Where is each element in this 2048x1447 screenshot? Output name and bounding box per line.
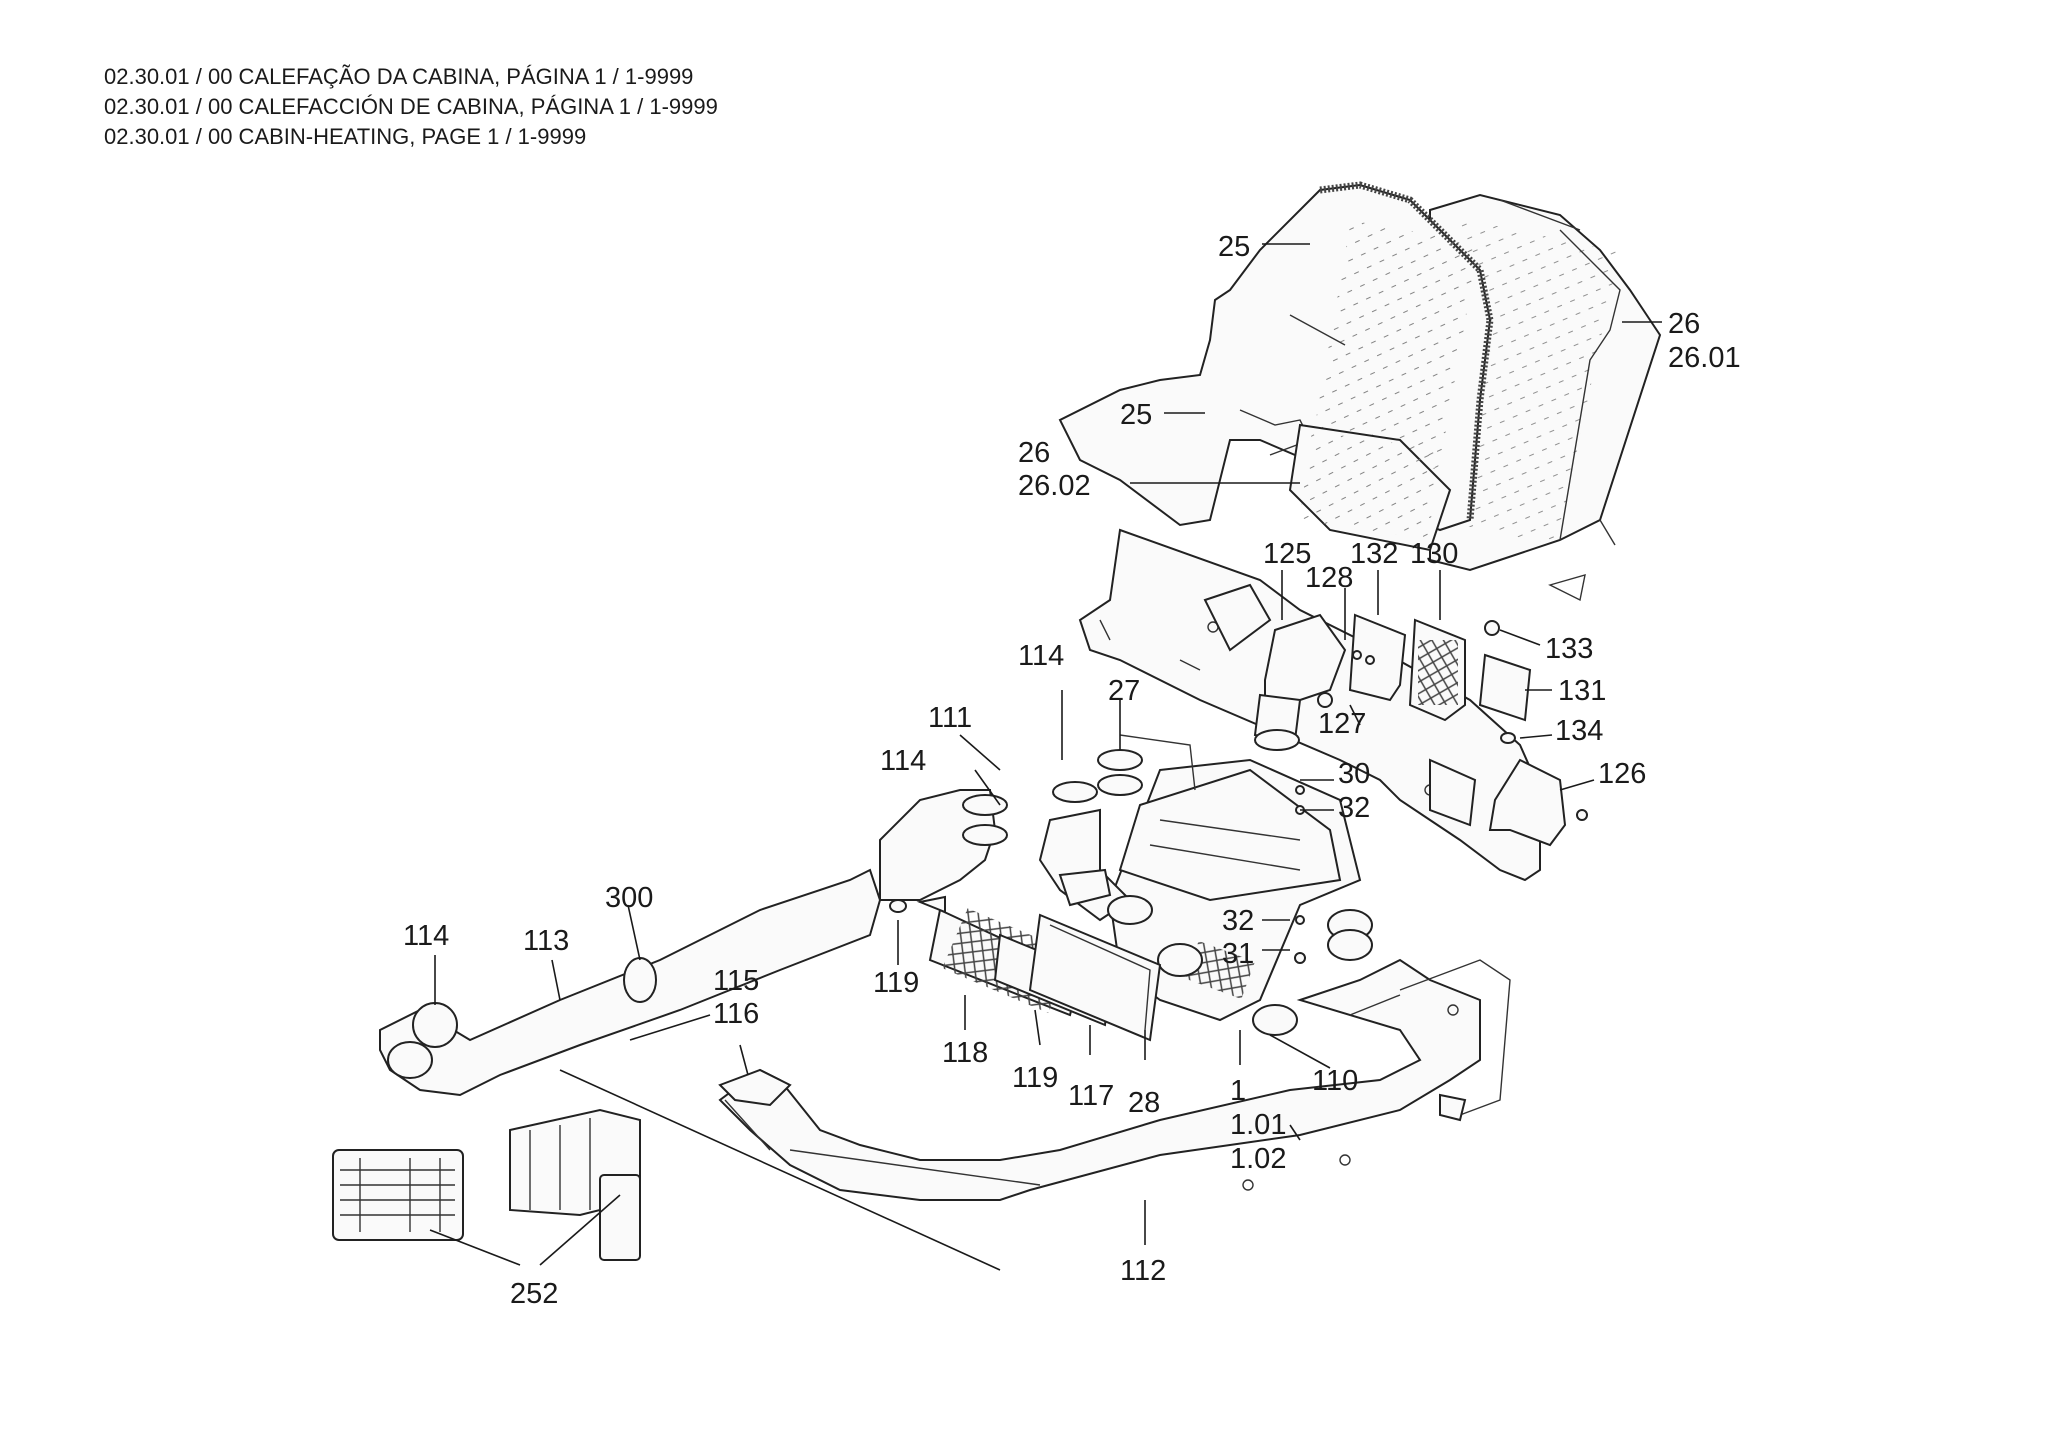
callout-125: 125	[1263, 538, 1311, 570]
callout-114: 114	[403, 920, 449, 952]
callout-119: 119	[873, 967, 919, 999]
callout-115: 115	[713, 965, 759, 997]
callout-26: 26	[1668, 308, 1700, 340]
callout-116: 116	[713, 998, 759, 1030]
callout-252: 252	[510, 1278, 558, 1310]
duct-113	[379, 789, 1008, 1097]
callout-131: 131	[1558, 675, 1606, 707]
callout-132: 132	[1350, 538, 1398, 570]
callout-127: 127	[1318, 708, 1366, 740]
callout-26: 26	[1018, 437, 1050, 469]
heater-box-1	[1108, 734, 1373, 1036]
callout-110: 110	[1312, 1065, 1358, 1097]
callout-1-01: 1.01	[1230, 1109, 1286, 1141]
callout-133: 133	[1545, 633, 1593, 665]
vent-nozzle-125	[1203, 583, 1347, 751]
duct-111	[1038, 749, 1153, 925]
leader-lines	[429, 243, 1662, 1271]
callout-28: 28	[1128, 1087, 1160, 1119]
callout-134: 134	[1555, 715, 1603, 747]
callout-32: 32	[1222, 905, 1254, 937]
filter-28	[1028, 913, 1162, 1042]
callout-119: 119	[1012, 1062, 1058, 1094]
callout-26-02: 26.02	[1018, 470, 1091, 502]
callout-126: 126	[1598, 758, 1646, 790]
callout-30: 30	[1338, 758, 1370, 790]
duct-115-116	[718, 1068, 792, 1151]
header-line-es: 02.30.01 / 00 CALEFACCIÓN DE CABINA, PÁG…	[104, 94, 718, 119]
callout-112: 112	[1120, 1255, 1166, 1287]
callout-117: 117	[1068, 1080, 1114, 1112]
header-line-pt: 02.30.01 / 00 CALEFAÇÃO DA CABINA, PÁGIN…	[104, 64, 694, 89]
callout-32: 32	[1338, 792, 1370, 824]
callout-114: 114	[1018, 640, 1064, 672]
callout-111: 111	[928, 702, 972, 734]
mounting-plate	[1078, 528, 1541, 882]
callout-1: 1	[1230, 1075, 1246, 1107]
callout-128: 128	[1305, 562, 1353, 594]
callout-labels: 25 26 26.01 25 26 26.02 125 132 130 128 …	[403, 231, 1741, 1310]
callout-1-02: 1.02	[1230, 1143, 1286, 1175]
callout-25: 25	[1218, 231, 1250, 263]
vent-grille-130	[1348, 613, 1532, 744]
callout-114: 114	[880, 745, 926, 777]
control-module-252	[332, 1108, 641, 1261]
callout-25: 25	[1120, 399, 1152, 431]
cabin-panel-25	[1058, 181, 1494, 552]
callout-118: 118	[942, 1037, 988, 1069]
page-header: 02.30.01 / 00 CALEFAÇÃO DA CABINA, PÁGIN…	[104, 62, 718, 152]
vent-nozzle-126	[1429, 758, 1588, 847]
callout-31: 31	[1222, 938, 1254, 970]
callout-26-01: 26.01	[1668, 342, 1741, 374]
callout-27: 27	[1108, 675, 1140, 707]
header-line-en: 02.30.01 / 00 CABIN-HEATING, PAGE 1 / 1-…	[104, 124, 587, 149]
callout-300: 300	[605, 882, 653, 914]
main-duct-112	[718, 958, 1511, 1201]
callout-113: 113	[523, 925, 569, 957]
callout-130: 130	[1410, 538, 1458, 570]
